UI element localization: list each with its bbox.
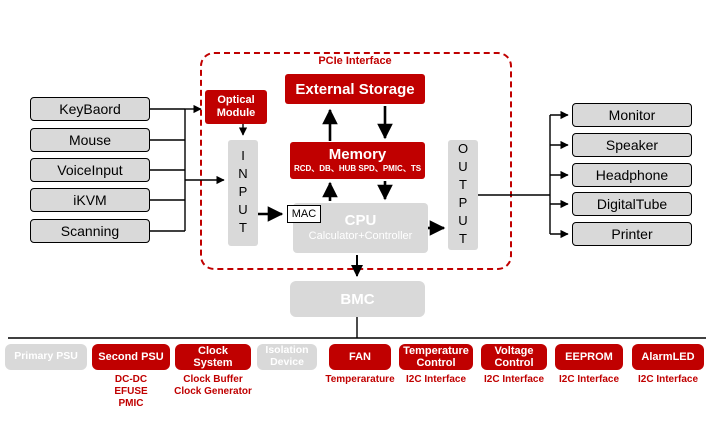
bottom-box-primary-psu: Primary PSU [5, 344, 87, 370]
cpu-subtitle: Calculator+Controller [308, 230, 413, 243]
bottom-box-isolation-device: Isolation Device [257, 344, 317, 370]
input-device-scanning: Scanning [30, 219, 150, 243]
input-device-ikvm: iKVM [30, 188, 150, 212]
bottom-box-second-psu: Second PSU [92, 344, 170, 370]
memory-title: Memory [328, 146, 387, 164]
bmc-box: BMC [290, 281, 425, 317]
bottom-sub-temperature-control: I2C Interface [381, 374, 491, 386]
output-device-monitor: Monitor [572, 103, 692, 127]
cpu-title: CPU [344, 212, 377, 230]
output-block: OUTPUT [448, 140, 478, 250]
input-block: INPUT [228, 140, 258, 246]
bottom-box-fan: FAN [329, 344, 391, 370]
output-block-label: OUTPUT [455, 141, 471, 249]
optical-module-box: Optical Module [205, 90, 267, 124]
bottom-box-voltage-control: Voltage Control [481, 344, 547, 370]
bottom-sub-line: I2C Interface [483, 374, 545, 385]
input-block-label: INPUT [235, 148, 251, 238]
bottom-sub-line: EFUSE [114, 385, 148, 397]
input-device-voiceinput: VoiceInput [30, 158, 150, 182]
pcie-interface-label: PCIe Interface [318, 55, 392, 67]
memory-box: Memory RCD、DB、HUB SPD、PMIC、TS [290, 142, 425, 179]
output-device-headphone: Headphone [572, 163, 692, 187]
mac-box: MAC [287, 205, 321, 223]
external-storage-box: External Storage [285, 74, 425, 104]
bottom-sub-line: I2C Interface [637, 374, 699, 385]
bottom-sub-eeprom: I2C Interface [537, 374, 641, 386]
bottom-box-temperature-control: Temperature Control [399, 344, 473, 370]
bottom-sub-line: I2C Interface [405, 374, 467, 385]
bottom-sub-line: DC-DC [114, 374, 148, 385]
memory-subtitle: RCD、DB、HUB SPD、PMIC、TS [293, 163, 422, 173]
input-device-keybaord: KeyBaord [30, 97, 150, 121]
bottom-box-eeprom: EEPROM [555, 344, 623, 370]
bottom-sub-line: Clock Buffer [183, 374, 243, 385]
bottom-box-alarmled: AlarmLED [632, 344, 704, 370]
bottom-sub-voltage-control: I2C Interface [463, 374, 565, 386]
output-device-speaker: Speaker [572, 133, 692, 157]
input-device-mouse: Mouse [30, 128, 150, 152]
output-device-printer: Printer [572, 222, 692, 246]
bottom-sub-line: I2C Interface [558, 374, 620, 385]
bottom-sub-line: PMIC [118, 397, 144, 409]
bottom-box-clock-system: Clock System [175, 344, 251, 370]
bottom-sub-fan: Temperarature [311, 374, 409, 386]
bottom-sub-line: Temperarature [325, 374, 395, 385]
output-device-digitaltube: DigitalTube [572, 192, 692, 216]
bmc-label: BMC [340, 290, 375, 308]
bottom-sub-alarmled: I2C Interface [614, 374, 720, 386]
bottom-sub-line: Clock Generator [174, 385, 252, 397]
